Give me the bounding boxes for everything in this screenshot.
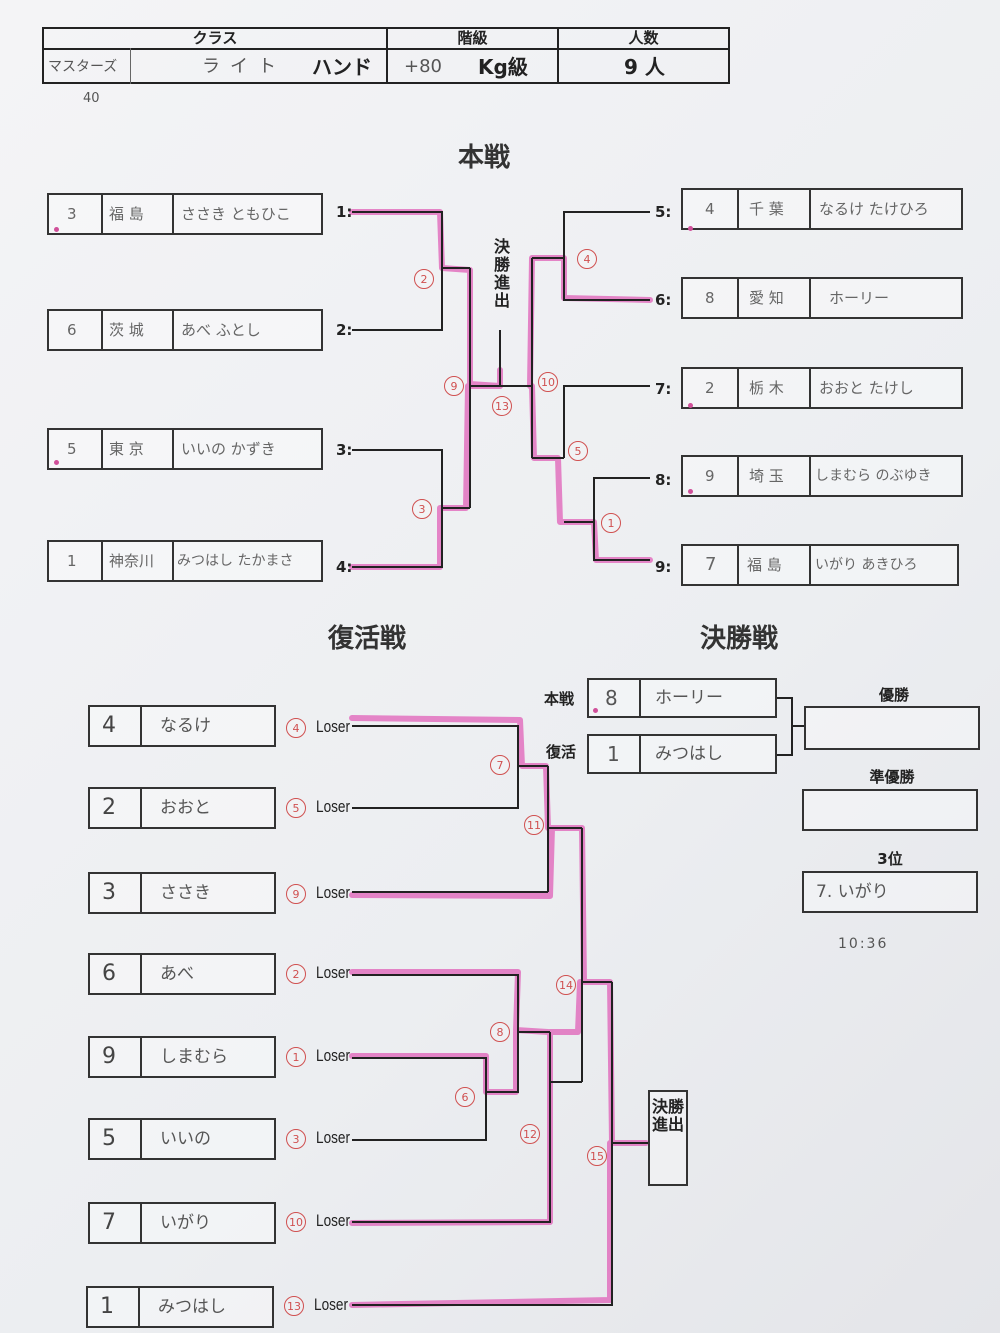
player-box-9: 7 福 島 いがり あきひろ (681, 544, 959, 586)
loser-from-circle: 4 (286, 718, 306, 738)
final-rep-label: 復活 (546, 743, 577, 761)
repechage-title: 復活戦 (328, 624, 407, 654)
third-box: 7. いがり (802, 871, 978, 913)
grade-label: 階級 (457, 29, 488, 47)
player-box-5: 4 千 葉 なるけ たけひろ (681, 188, 963, 230)
player-box-1: 3 福 島 ささき ともひこ (47, 193, 323, 235)
main-title: 本戦 (458, 143, 511, 173)
runner-up-box (802, 789, 978, 831)
match-circle: 10 (538, 372, 558, 392)
count-value: 9 人 (624, 55, 665, 79)
runner-up-label: 準優勝 (869, 768, 915, 786)
time-note: 10:36 (838, 936, 889, 952)
weight-value: +80 (404, 56, 442, 77)
class-label: クラス (192, 29, 238, 47)
match-circle: 8 (490, 1022, 510, 1042)
loser-label: Loser (316, 1211, 351, 1230)
header-table: クラス 階級 人数 マスターズ ライト ハンド +80 Kg級 9 人 (42, 27, 730, 84)
rep-advance-box: 決勝進出 (648, 1090, 688, 1186)
class-note: 40 (83, 91, 100, 106)
count-label: 人数 (628, 29, 659, 47)
slot-2: 2: (336, 321, 353, 339)
match-circle: 1 (601, 513, 621, 533)
loser-from-circle: 3 (286, 1129, 306, 1149)
slot-4: 4: (336, 558, 353, 576)
loser-from-circle: 2 (286, 964, 306, 984)
third-value: 7. いがり (816, 882, 889, 902)
bracket-tree (352, 211, 804, 1306)
slot-5: 5: (655, 203, 672, 221)
loser-label: Loser (316, 1128, 351, 1147)
match-circle: 14 (556, 975, 576, 995)
loser-from-circle: 13 (284, 1296, 304, 1316)
player-box-4: 1 神奈川 みつはし たかまさ (47, 540, 323, 582)
slot-6: 6: (655, 291, 672, 309)
weight-unit: Kg級 (478, 55, 528, 79)
hand-label: ハンド (312, 55, 372, 79)
slot-9: 9: (655, 558, 672, 576)
match-circle: 4 (577, 249, 597, 269)
match-circle: 15 (587, 1146, 607, 1166)
loser-from-circle: 9 (286, 884, 306, 904)
loser-from-circle: 1 (286, 1047, 306, 1067)
slot-1: 1: (336, 203, 353, 221)
player-box-6: 8 愛 知 ホーリー (681, 277, 963, 319)
loser-label: Loser (316, 717, 351, 736)
class-value: マスターズ (48, 59, 118, 75)
player-box-3: 5 東 京 いいの かずき (47, 428, 323, 470)
final-rep-box: 1 みつはし (587, 734, 777, 774)
match-circle: 13 (492, 396, 512, 416)
match-circle: 5 (568, 441, 588, 461)
final-title: 決勝戦 (700, 624, 779, 654)
match-circle: 3 (412, 499, 432, 519)
loser-label: Loser (314, 1295, 349, 1314)
match-circle: 11 (524, 815, 544, 835)
loser-label: Loser (316, 883, 351, 902)
player-box-2: 6 茨 城 あべ ふとし (47, 309, 323, 351)
third-label: 3位 (877, 850, 903, 868)
loser-label: Loser (316, 1046, 351, 1065)
match-circle: 7 (490, 755, 510, 775)
match-circle: 2 (414, 269, 434, 289)
final-main-label: 本戦 (544, 690, 575, 708)
slot-8: 8: (655, 471, 672, 489)
champion-box (804, 706, 980, 750)
match-circle: 6 (455, 1087, 475, 1107)
final-main-box: 8 ホーリー (587, 678, 777, 718)
match-circle: 9 (444, 376, 464, 396)
champion-label: 優勝 (878, 686, 909, 704)
loser-label: Loser (316, 797, 351, 816)
match-circle: 12 (520, 1124, 540, 1144)
player-box-8: 9 埼 玉 しまむら のぶゆき (681, 455, 963, 497)
loser-label: Loser (316, 963, 351, 982)
main-advance-label: 決勝進出 (493, 237, 510, 310)
player-box-7: 2 栃 木 おおと たけし (681, 367, 963, 409)
loser-from-circle: 10 (286, 1212, 306, 1232)
loser-from-circle: 5 (286, 798, 306, 818)
slot-3: 3: (336, 441, 353, 459)
slot-7: 7: (655, 380, 672, 398)
hand-written: ライト (202, 56, 286, 77)
